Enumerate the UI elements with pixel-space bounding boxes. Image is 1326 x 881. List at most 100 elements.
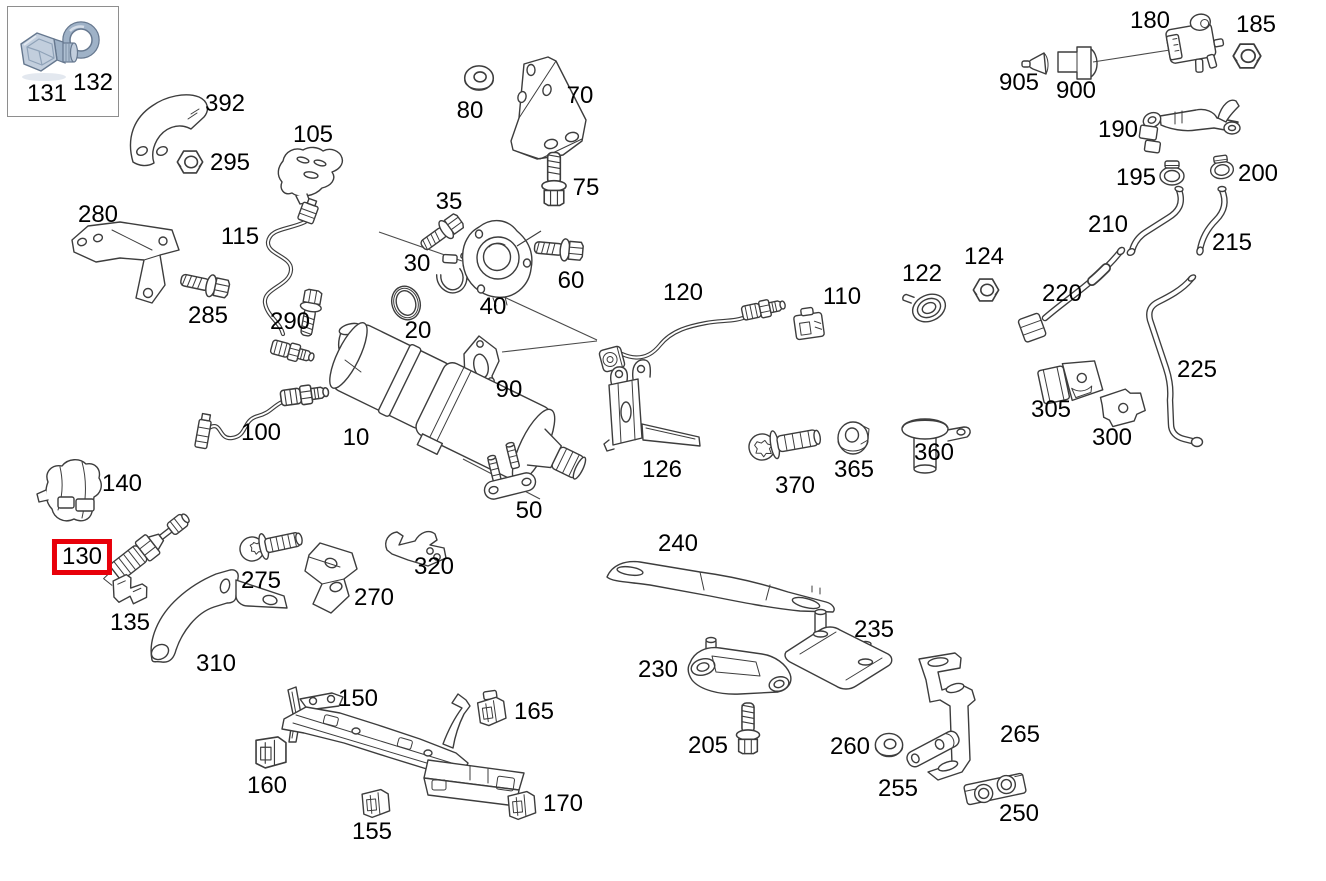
part-label-195[interactable]: 195	[1115, 164, 1157, 191]
part-drawing-310	[150, 569, 288, 663]
part-label-310[interactable]: 310	[195, 650, 237, 677]
part-label-370[interactable]: 370	[774, 472, 816, 499]
part-label-360[interactable]: 360	[913, 439, 955, 466]
part-label-905[interactable]: 905	[998, 69, 1040, 96]
part-drawing-900	[1057, 46, 1098, 80]
part-drawing-220	[1017, 246, 1126, 343]
part-label-180[interactable]: 180	[1129, 7, 1171, 34]
part-drawing-100	[194, 381, 331, 450]
part-label-124[interactable]: 124	[963, 243, 1005, 270]
part-drawing-235	[784, 608, 893, 690]
part-label-140[interactable]: 140	[101, 470, 143, 497]
part-label-365[interactable]: 365	[833, 456, 875, 483]
part-label-280[interactable]: 280	[77, 201, 119, 228]
part-label-131[interactable]: 131	[26, 80, 68, 107]
part-label-130[interactable]: 130	[51, 539, 113, 575]
part-drawing-360	[901, 418, 971, 474]
part-drawing-230	[687, 636, 792, 695]
part-drawing-140	[36, 459, 102, 522]
part-drawing-215	[1196, 185, 1228, 256]
part-drawing-110	[793, 306, 825, 341]
part-drawing-370	[748, 429, 822, 461]
part-label-75[interactable]: 75	[572, 174, 600, 201]
part-label-70[interactable]: 70	[566, 82, 594, 109]
part-label-250[interactable]: 250	[998, 800, 1040, 827]
part-label-285[interactable]: 285	[187, 302, 229, 329]
part-label-205[interactable]: 205	[687, 732, 729, 759]
part-label-230[interactable]: 230	[637, 656, 679, 683]
part-label-900[interactable]: 900	[1055, 77, 1097, 104]
part-label-210[interactable]: 210	[1087, 211, 1129, 238]
part-label-290[interactable]: 290	[269, 308, 311, 335]
part-label-100[interactable]: 100	[240, 419, 282, 446]
part-label-215[interactable]: 215	[1211, 229, 1253, 256]
part-label-110[interactable]: 110	[822, 283, 862, 310]
part-label-225[interactable]: 225	[1176, 356, 1218, 383]
part-label-20[interactable]: 20	[404, 317, 432, 344]
part-drawing-40	[461, 220, 542, 307]
part-label-40[interactable]: 40	[479, 293, 507, 320]
part-label-255[interactable]: 255	[877, 775, 919, 802]
part-drawing-250	[963, 772, 1027, 806]
part-label-90[interactable]: 90	[495, 376, 523, 403]
part-label-126[interactable]: 126	[641, 456, 683, 483]
seal-ring-132	[62, 21, 100, 59]
part-label-122[interactable]: 122	[901, 260, 943, 287]
part-drawing-365	[837, 421, 870, 455]
part-label-320[interactable]: 320	[413, 553, 455, 580]
part-drawing-392	[129, 94, 209, 167]
part-label-115[interactable]: 115	[220, 223, 260, 250]
part-label-160[interactable]: 160	[246, 772, 288, 799]
part-label-392[interactable]: 392	[204, 90, 246, 117]
part-drawing-225	[1146, 274, 1204, 448]
part-label-35[interactable]: 35	[435, 188, 463, 215]
part-label-30[interactable]: 30	[403, 250, 431, 277]
part-label-170[interactable]: 170	[542, 790, 584, 817]
part-label-80[interactable]: 80	[456, 97, 484, 124]
part-label-155[interactable]: 155	[351, 818, 393, 845]
part-label-150[interactable]: 150	[337, 685, 379, 712]
part-drawing-20	[390, 285, 422, 321]
part-label-265[interactable]: 265	[999, 721, 1041, 748]
part-label-235[interactable]: 235	[853, 616, 895, 643]
part-drawing-265	[918, 652, 976, 781]
part-label-135[interactable]: 135	[109, 609, 151, 636]
part-label-60[interactable]: 60	[557, 267, 585, 294]
part-drawing-70	[510, 56, 587, 160]
part-label-10[interactable]: 10	[342, 424, 370, 451]
part-drawing-120	[598, 295, 788, 373]
part-label-190[interactable]: 190	[1097, 116, 1139, 143]
part-label-105[interactable]: 105	[292, 121, 334, 148]
part-drawing-165	[476, 689, 508, 728]
part-drawing-122	[902, 293, 947, 323]
part-drawing-115	[262, 197, 319, 367]
part-drawing-130	[110, 513, 190, 581]
part-label-240[interactable]: 240	[657, 530, 699, 557]
part-drawing-190	[1138, 99, 1241, 154]
part-label-50[interactable]: 50	[515, 497, 543, 524]
part-drawing-10	[329, 322, 587, 483]
part-label-295[interactable]: 295	[209, 149, 251, 176]
part-label-165[interactable]: 165	[513, 698, 555, 725]
part-drawing-270	[304, 542, 358, 614]
part-label-270[interactable]: 270	[353, 584, 395, 611]
part-drawing-180	[1165, 13, 1225, 73]
part-label-200[interactable]: 200	[1237, 160, 1279, 187]
part-drawing-905	[1021, 52, 1049, 75]
highlighted-parts-inset	[7, 6, 119, 117]
part-drawing-150	[281, 686, 525, 807]
part-label-260[interactable]: 260	[829, 733, 871, 760]
part-label-185[interactable]: 185	[1235, 11, 1277, 38]
part-drawing-300	[1099, 388, 1146, 428]
part-label-300[interactable]: 300	[1091, 424, 1133, 451]
part-drawing-135	[103, 573, 148, 605]
part-label-120[interactable]: 120	[662, 279, 704, 306]
part-drawing-305	[1037, 360, 1104, 405]
part-drawing-280	[71, 221, 180, 304]
part-label-132[interactable]: 132	[72, 69, 114, 96]
part-label-275[interactable]: 275	[240, 567, 282, 594]
part-label-220[interactable]: 220	[1041, 280, 1083, 307]
part-label-305[interactable]: 305	[1030, 396, 1072, 423]
